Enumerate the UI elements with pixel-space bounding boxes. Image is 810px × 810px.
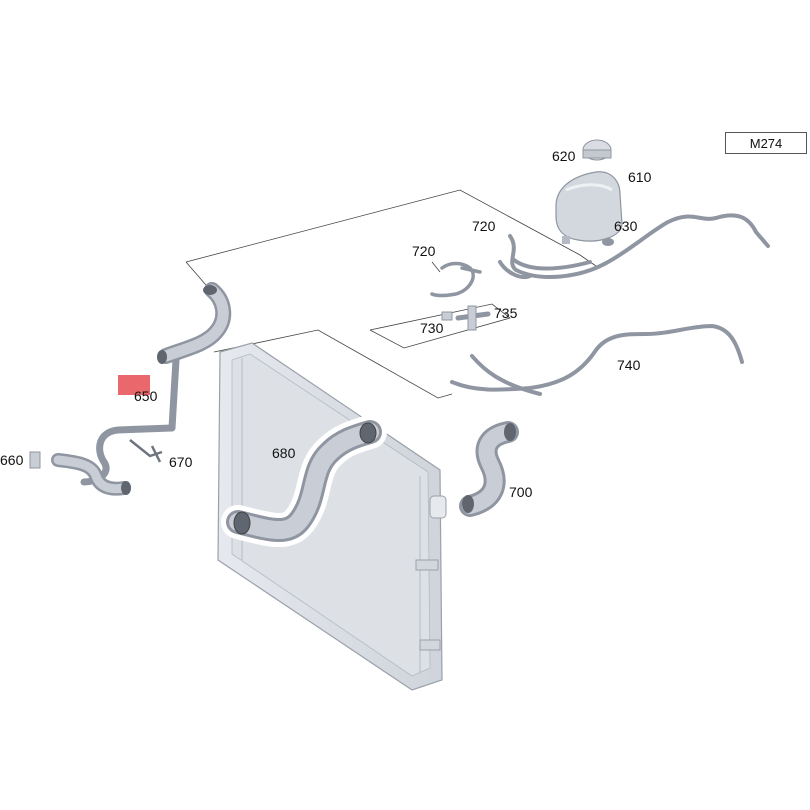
tank-cap [582,139,612,161]
label-630: 630 [614,218,638,234]
hose-700 [459,421,519,517]
label-740: 740 [617,357,641,373]
label-720-upper: 720 [472,218,496,234]
label-650: 650 [134,388,158,404]
label-730: 730 [420,320,444,336]
label-720-lower: 720 [412,243,436,259]
expansion-tank [555,171,623,244]
label-620: 620 [552,148,576,164]
label-660: 660 [0,452,24,468]
hose-660 [29,451,131,496]
vent-line-740 [450,323,744,396]
connector-730-735 [441,305,491,331]
radiator [217,342,447,691]
vent-line-720-lower [430,261,482,298]
vent-line-720-upper [498,213,770,279]
label-670: 670 [169,454,193,470]
clip-670 [129,439,163,463]
label-700: 700 [509,484,533,500]
label-680: 680 [272,445,296,461]
label-610: 610 [628,169,652,185]
level-sensor [602,238,614,246]
label-735: 735 [494,305,518,321]
hose-680 [221,415,387,548]
model-code-box: M274 [725,132,807,154]
hose-650 [80,282,232,486]
highlight-marker [118,375,150,395]
